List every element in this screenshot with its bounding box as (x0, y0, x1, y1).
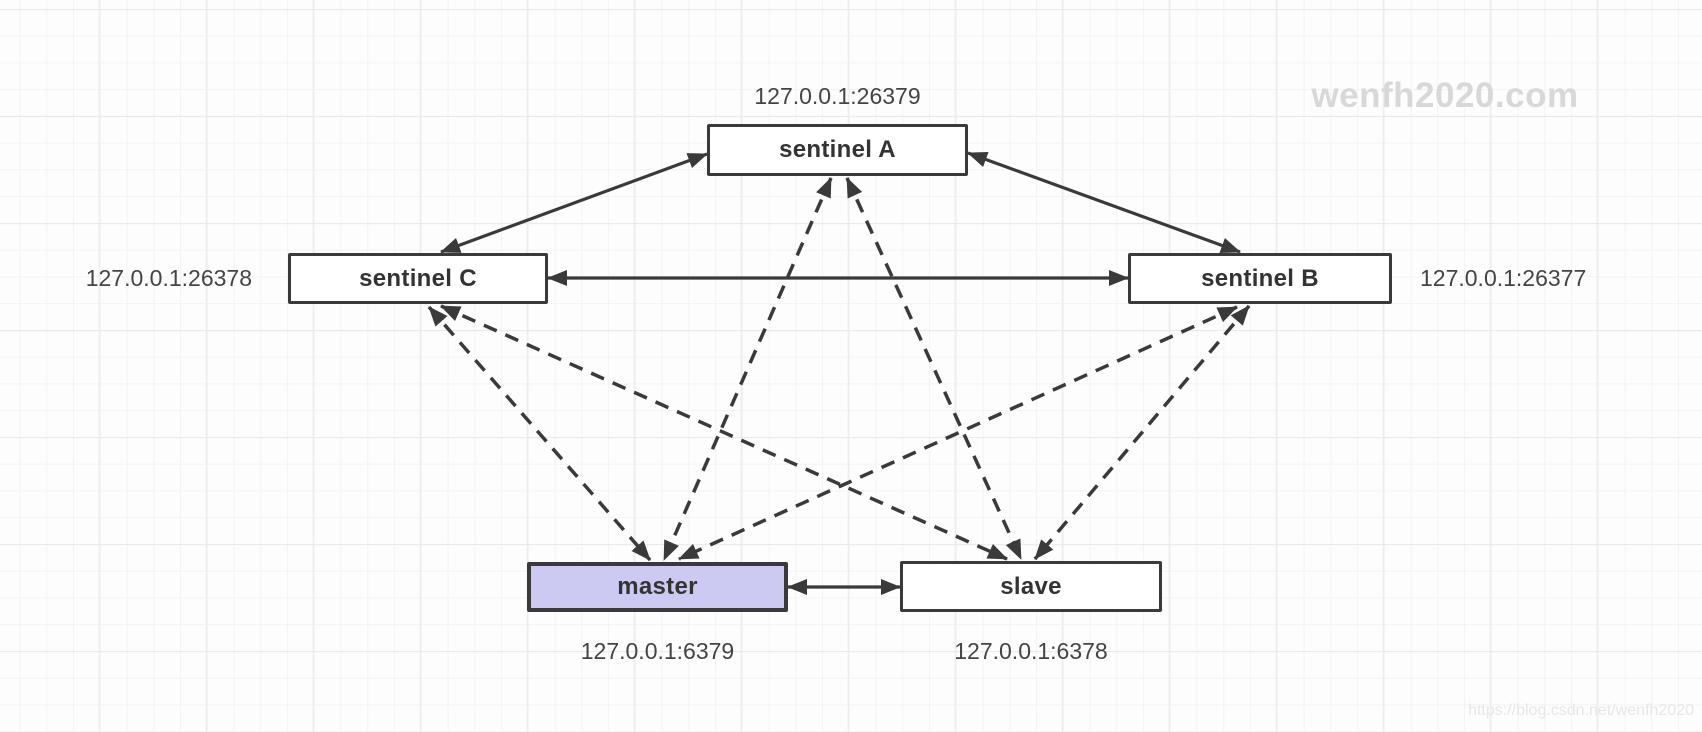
address-sentinel-c: 127.0.0.1:26378 (85, 265, 252, 291)
node-sentinel-c-label: sentinel C (359, 264, 477, 292)
node-sentinel-b: sentinel B (1128, 253, 1392, 304)
address-master: 127.0.0.1:6379 (580, 638, 735, 664)
address-slave: 127.0.0.1:6378 (954, 638, 1108, 664)
node-sentinel-a: sentinel A (707, 124, 968, 176)
site-watermark: wenfh2020.com (1311, 76, 1579, 115)
edge-sentinel-a-sentinel-c (440, 152, 708, 254)
node-slave: slave (900, 561, 1162, 612)
edge-sentinel-c-slave (440, 304, 1008, 561)
node-sentinel-a-label: sentinel A (779, 136, 896, 163)
node-slave-label: slave (1000, 572, 1062, 600)
edge-sentinel-b-master (678, 305, 1238, 561)
edge-sentinel-b-slave (1033, 304, 1251, 561)
address-sentinel-b: 127.0.0.1:26377 (1420, 265, 1587, 291)
node-sentinel-c: sentinel C (288, 253, 548, 304)
node-sentinel-b-label: sentinel B (1201, 264, 1319, 292)
edge-sentinel-c-master (427, 305, 652, 562)
edge-sentinel-a-sentinel-b (967, 151, 1241, 254)
address-sentinel-a: 127.0.0.1:26379 (754, 83, 921, 109)
edge-sentinel-a-slave (845, 177, 1023, 560)
node-master: master (527, 562, 788, 612)
blog-url-watermark: https://blog.csdn.net/wenfh2020 (1468, 702, 1694, 719)
node-master-label: master (617, 573, 698, 600)
